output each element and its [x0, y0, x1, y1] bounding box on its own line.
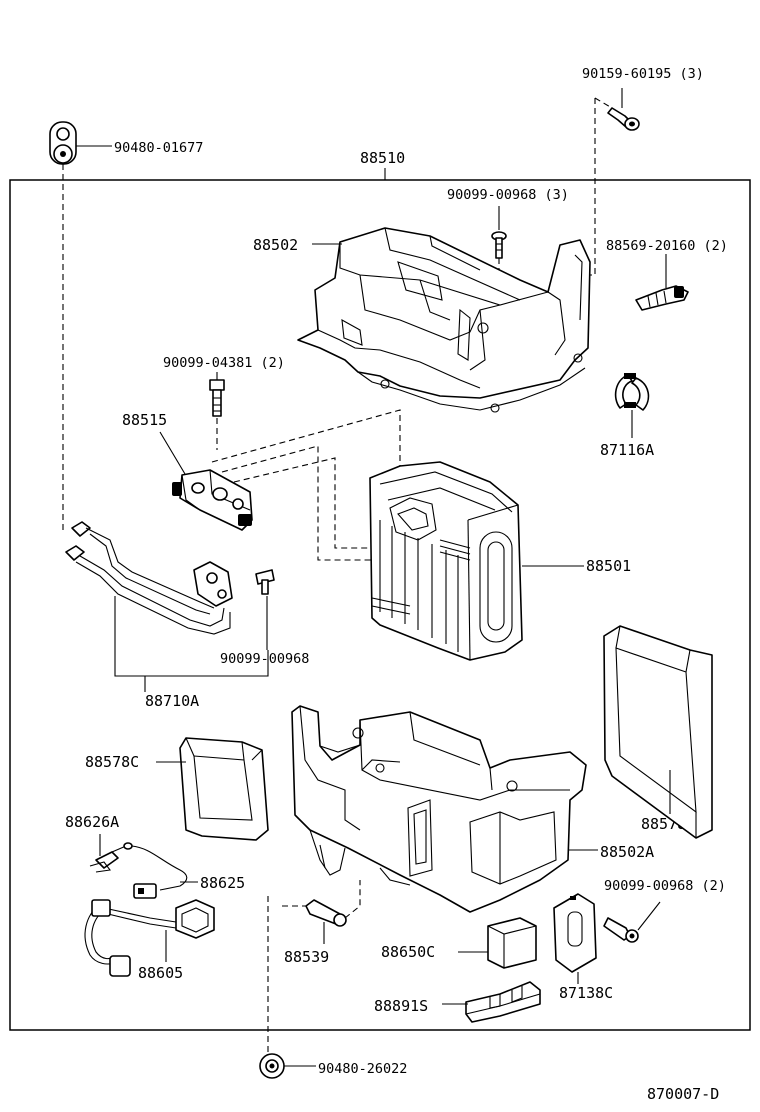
label-88625: 88625: [200, 874, 245, 892]
expansion-valve-88515: [172, 469, 253, 531]
grommet-bottom-icon: [259, 1053, 285, 1079]
cover-88891S: [465, 981, 541, 1023]
assembly-frame: [9, 179, 751, 1031]
label-88605: 88605: [138, 964, 183, 982]
label-90099-04381: 90099-04381 (2): [163, 355, 285, 371]
label-88626A: 88626A: [65, 813, 119, 831]
connector-88539: [305, 899, 347, 927]
clip-88569-icon: [635, 285, 689, 311]
screw-90099-d-icon: [603, 917, 639, 943]
label-88578C: 88578C: [85, 753, 139, 771]
screw-90099-a-icon: [491, 231, 507, 259]
figure-code: 870007-D: [647, 1085, 719, 1103]
harness-88605: [84, 899, 215, 977]
label-90159-60195: 90159-60195 (3): [582, 66, 704, 82]
label-88501: 88501: [586, 557, 631, 575]
label-88502A: 88502A: [600, 843, 654, 861]
seal-88578C: [179, 737, 269, 841]
seal-88578B: [603, 625, 713, 839]
label-88891S: 88891S: [374, 997, 428, 1015]
label-90480-26022: 90480-26022: [318, 1061, 407, 1077]
label-90099-00968-2: 90099-00968 (2): [604, 878, 726, 894]
wire-88625: [131, 845, 188, 899]
grommet-top-icon: [49, 121, 77, 165]
label-87116A: 87116A: [600, 441, 654, 459]
sensor-88626A: [89, 842, 133, 873]
label-87138C: 87138C: [559, 984, 613, 1002]
screw-90159-icon: [607, 107, 640, 131]
label-90099-00968-3: 90099-00968 (3): [447, 187, 569, 203]
evaporator-88501: [369, 461, 523, 661]
lower-case-88502A: [291, 705, 587, 913]
label-90099-00968: 90099-00968: [220, 651, 309, 667]
label-88539: 88539: [284, 948, 329, 966]
label-88650C: 88650C: [381, 943, 435, 961]
label-88569-20160: 88569-20160 (2): [606, 238, 728, 254]
label-88510: 88510: [360, 149, 405, 167]
relay-88650C: [487, 917, 537, 969]
upper-case-88502: [297, 227, 591, 413]
label-88515: 88515: [122, 411, 167, 429]
bracket-87138C: [553, 893, 597, 973]
label-88710A: 88710A: [145, 692, 199, 710]
clamp-87116-icon: [614, 373, 650, 411]
label-90480-01677: 90480-01677: [114, 140, 203, 156]
label-88502: 88502: [253, 236, 298, 254]
screw-90099-04381-icon: [209, 379, 225, 417]
tube-88710A: [65, 521, 233, 635]
screw-90099-c-icon: [255, 569, 275, 595]
